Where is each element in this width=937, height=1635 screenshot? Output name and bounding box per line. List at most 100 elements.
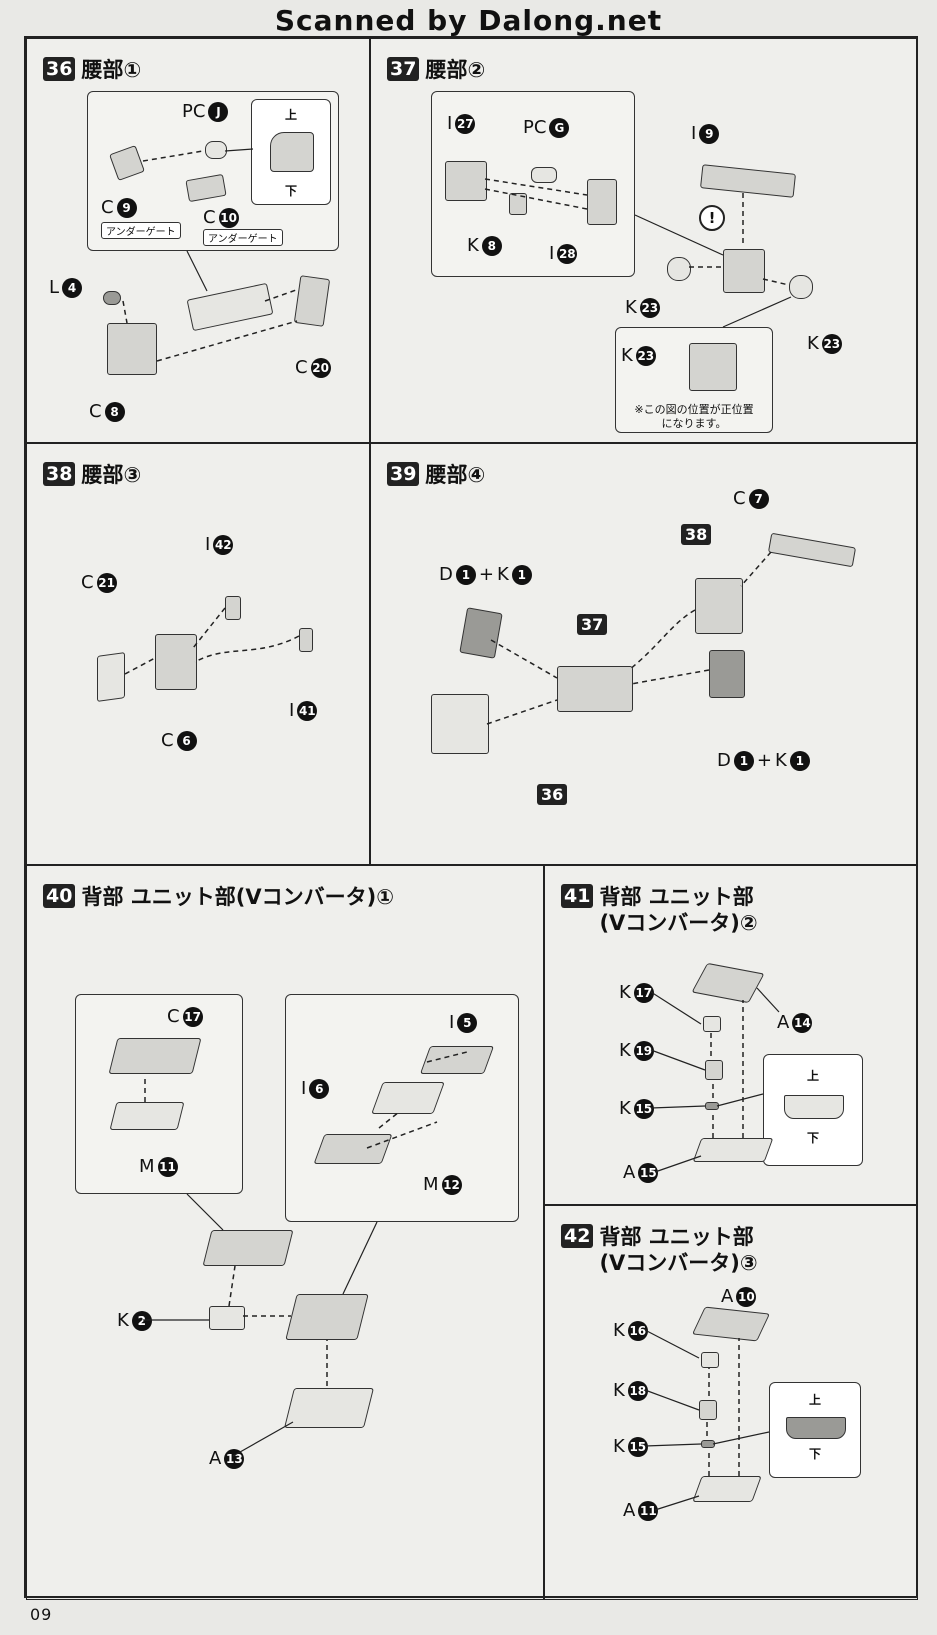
ref-step-36: 36	[537, 784, 568, 805]
orientation-part-shape	[270, 132, 314, 172]
step-38-header: 38 腰部③	[43, 462, 141, 488]
ref-step-37: 37	[577, 614, 608, 635]
step-37-header: 37 腰部②	[387, 57, 485, 83]
part-pc-j	[205, 141, 227, 159]
part-k15	[705, 1102, 719, 1110]
part-c17	[108, 1038, 202, 1074]
step-40-header: 40 背部 ユニット部(Vコンバータ)①	[43, 884, 394, 910]
assembled-step-37	[557, 666, 633, 712]
orientation-box-41: 上 下	[763, 1054, 863, 1166]
step-36-header: 36 腰部①	[43, 57, 141, 83]
step-37-title: 腰部②	[425, 58, 486, 82]
up-label-41: 上	[806, 1069, 819, 1083]
down-label-41: 下	[806, 1131, 819, 1145]
step-37-number: 37	[387, 57, 420, 81]
part-k17	[703, 1016, 721, 1032]
part-c21	[97, 652, 125, 702]
step-38-arrows	[124, 607, 300, 675]
up-label: 上	[284, 108, 297, 122]
part-i6	[313, 1134, 393, 1164]
down-label-42: 下	[808, 1447, 821, 1461]
orientation-part-41	[784, 1095, 844, 1119]
assembled-step-36	[431, 694, 489, 754]
part-c6	[155, 634, 197, 690]
step-41-header: 41 背部 ユニット部 (Vコンバータ)②	[561, 884, 758, 936]
step-39-header: 39 腰部④	[387, 462, 485, 488]
under-gate-note-c10: アンダーゲート	[203, 229, 283, 246]
part-c7	[767, 532, 857, 568]
assembled-waist-core	[723, 249, 765, 293]
step-41-number: 41	[561, 884, 594, 908]
assembled-step-38	[695, 578, 743, 634]
part-k18	[699, 1400, 717, 1420]
orientation-box: 上 下	[251, 99, 331, 205]
under-gate-note-c9: アンダーゲート	[101, 222, 181, 239]
part-pc-g	[531, 167, 557, 183]
part-i27	[445, 161, 487, 201]
part-i28	[587, 179, 617, 225]
part-c8	[107, 323, 157, 375]
step-42-header: 42 背部 ユニット部 (Vコンバータ)③	[561, 1224, 758, 1276]
part-k2	[209, 1306, 245, 1330]
part-c20	[293, 275, 331, 327]
part-d1-k1-bottom	[709, 650, 745, 698]
caution-icon: !	[699, 205, 725, 231]
step-38-title: 腰部③	[81, 463, 142, 487]
part-l4	[103, 291, 121, 305]
position-note: ※この図の位置が正位置 になります。	[634, 403, 754, 430]
part-m11	[109, 1102, 185, 1130]
step-41-title: 背部 ユニット部 (Vコンバータ)②	[599, 885, 758, 935]
part-i9	[700, 164, 796, 198]
step-36-number: 36	[43, 57, 76, 81]
part-i42	[225, 596, 241, 620]
ref-step-38: 38	[681, 524, 712, 545]
page-number: 09	[30, 1605, 53, 1624]
part-i5	[419, 1046, 495, 1074]
part-a13	[284, 1388, 374, 1428]
orientation-box-42: 上 下	[769, 1382, 861, 1478]
part-k19	[705, 1060, 723, 1080]
assembled-c17-m11	[202, 1230, 294, 1266]
step-42-number: 42	[561, 1224, 594, 1248]
part-a14	[691, 962, 765, 1004]
assembled-i-m-frame	[285, 1294, 369, 1340]
part-k23-detail	[689, 343, 737, 391]
step-39-title: 腰部④	[425, 463, 486, 487]
up-label-42: 上	[808, 1393, 821, 1407]
step-39-arrows	[486, 551, 772, 725]
part-i41	[299, 628, 313, 652]
step-40-number: 40	[43, 884, 76, 908]
